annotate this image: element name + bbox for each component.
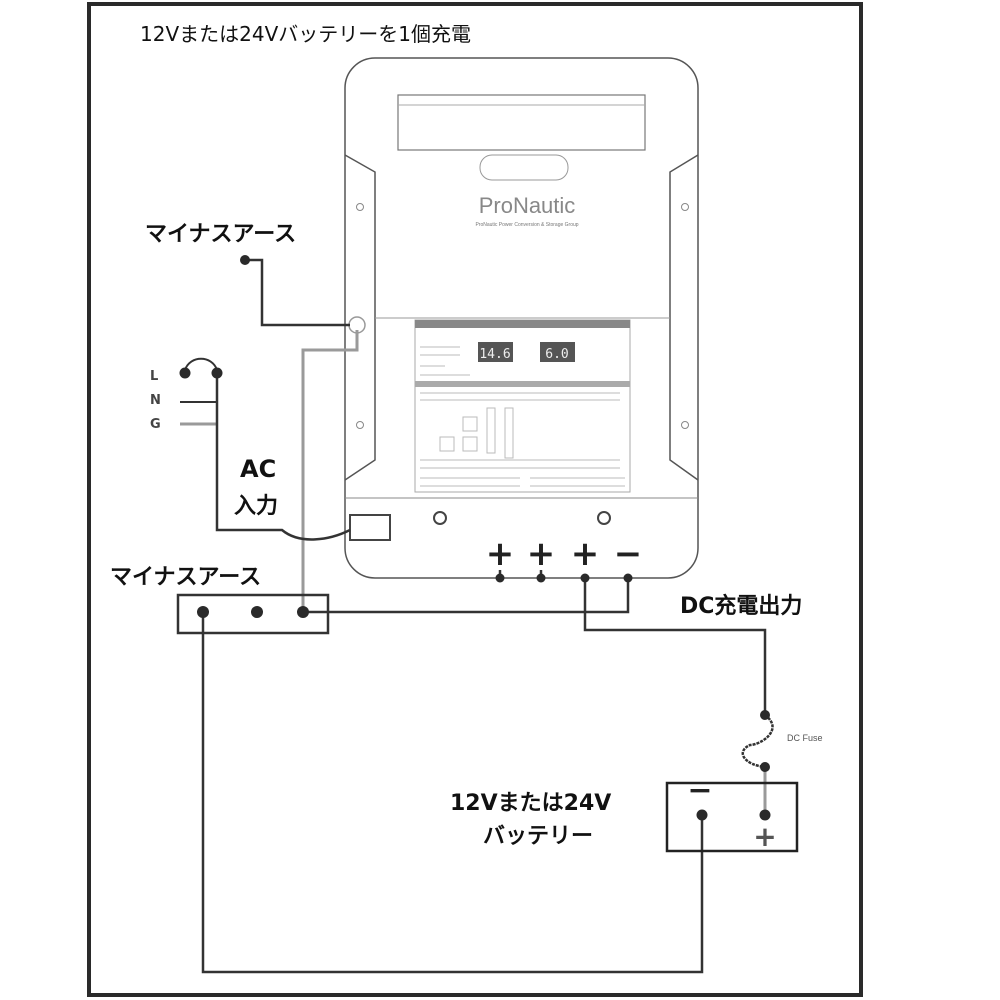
current-display: 6.0 <box>545 347 568 362</box>
diagram-frame <box>87 2 863 997</box>
ac-inlet <box>349 514 391 541</box>
battery-plus-sign: + <box>753 820 776 853</box>
charger-tagline: ProNautic Power Conversion & Storage Gro… <box>475 222 578 228</box>
terminal-plus-3: + <box>571 534 600 574</box>
voltage-display: 14.6 <box>479 347 510 362</box>
dc-fuse-label: DC Fuse <box>787 733 823 743</box>
wires <box>180 258 774 974</box>
terminal-minus: − <box>614 534 643 574</box>
dc-terminal-signs: + + + − <box>486 534 643 574</box>
diagram-title: 12Vまたは24Vバッテリーを1個充電 <box>140 22 471 46</box>
charger-label-panel <box>414 319 631 493</box>
ac-l-label: L <box>150 369 159 384</box>
terminal-dots <box>179 255 771 821</box>
charger-unit: ProNautic ProNautic Power Conversion & S… <box>344 57 699 579</box>
battery <box>665 781 799 853</box>
battery-label-2: バッテリー <box>483 824 594 849</box>
minus-earth-label-top: マイナスアース <box>145 222 297 247</box>
charger-brand: ProNautic <box>479 193 576 218</box>
ac-g-label: G <box>150 417 161 432</box>
minus-earth-label-bus: マイナスアース <box>110 565 262 590</box>
ac-n-label: N <box>150 393 161 408</box>
battery-label-1: 12Vまたは24V <box>450 791 612 816</box>
ground-bus-bar <box>176 593 330 635</box>
ac-input-label-2: 入力 <box>234 494 279 519</box>
terminal-plus-2: + <box>527 534 556 574</box>
dc-output-label: DC充電出力 <box>680 594 803 619</box>
terminal-plus-1: + <box>486 534 515 574</box>
battery-minus-sign: − <box>687 773 712 808</box>
ac-input-label-1: AC <box>240 455 277 483</box>
